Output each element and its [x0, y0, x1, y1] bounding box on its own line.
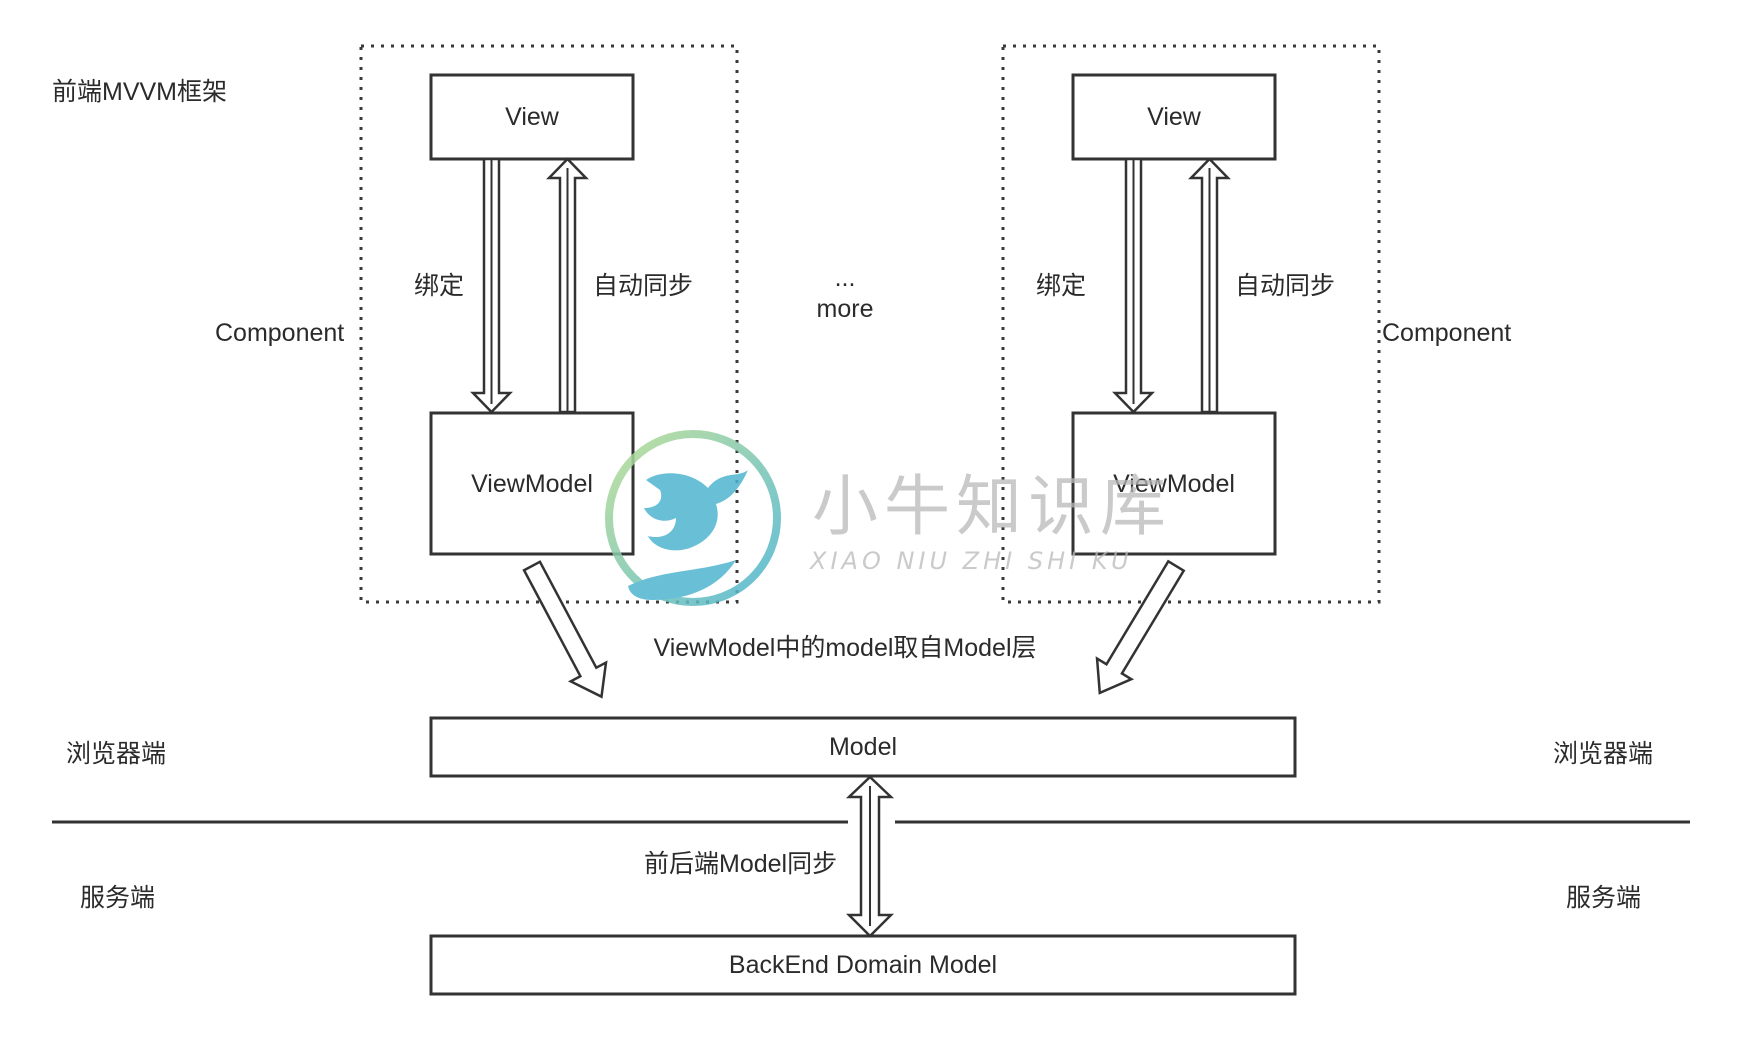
model-label: Model	[828, 733, 898, 761]
sync-label-right: 自动同步	[1235, 272, 1336, 300]
watermark-logo-icon	[605, 430, 781, 606]
more-dots: ...	[834, 264, 856, 292]
fe-be-sync-label: 前后端Model同步	[644, 850, 838, 878]
view-label-left: View	[505, 103, 559, 131]
component-frame-right	[1001, 44, 1381, 604]
view-box-right	[1071, 73, 1277, 161]
view-box-left	[429, 73, 635, 161]
server-label-right: 服务端	[1566, 884, 1642, 912]
backend-model-box	[429, 934, 1297, 996]
component-label-right: Component	[1382, 319, 1512, 347]
browser-label-left: 浏览器端	[66, 740, 167, 768]
sync-label-left: 自动同步	[593, 272, 694, 300]
viewmodel-box-right	[1071, 411, 1277, 556]
model-box	[429, 716, 1297, 778]
viewmodel-box-left	[429, 411, 635, 556]
more-label: more	[816, 295, 874, 323]
browser-label-right: 浏览器端	[1553, 740, 1654, 768]
viewmodel-to-model-arrow-right	[1095, 559, 1186, 695]
watermark-cn: 小牛知识库	[812, 468, 1172, 545]
view-label-right: View	[1147, 103, 1201, 131]
model-source-label: ViewModel中的model取自Model层	[653, 634, 1037, 662]
viewmodel-to-model-arrow-left	[522, 560, 608, 699]
bind-label-right: 绑定	[1036, 272, 1087, 300]
frontend-title: 前端MVVM框架	[52, 78, 228, 106]
watermark-en: XIAO NIU ZHI SHI KU	[810, 547, 1133, 575]
component-label-left: Component	[215, 319, 345, 347]
viewmodel-label-left: ViewModel	[471, 470, 593, 498]
bind-label-left: 绑定	[414, 272, 465, 300]
server-label-left: 服务端	[80, 884, 156, 912]
backend-model-label: BackEnd Domain Model	[728, 951, 998, 979]
viewmodel-label-right: ViewModel	[1113, 470, 1235, 498]
